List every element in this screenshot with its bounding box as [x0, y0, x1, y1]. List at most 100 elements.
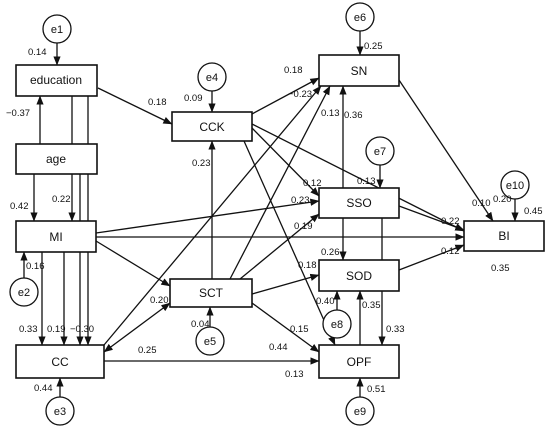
node-sod: SOD: [318, 259, 400, 292]
coef-mi-sso: 0.23: [291, 195, 310, 206]
coef-sso-sn-a: 0.13: [321, 108, 340, 119]
node-sct: SCT: [169, 278, 253, 308]
node-sso: SSO: [318, 187, 400, 219]
edge-sn-bi: [398, 79, 494, 222]
error-e2: e2: [9, 277, 39, 307]
node-bi: BI: [463, 220, 545, 252]
error-e10-label: e10: [506, 180, 524, 192]
variable-boxes: education age MI CC CCK SCT SN SSO: [15, 54, 545, 379]
coef-age-edu: −0.37: [6, 108, 30, 119]
node-mi: MI: [15, 220, 97, 253]
coef-sct-sod: 0.18: [298, 260, 317, 271]
edge-cc-sn: [103, 85, 322, 346]
node-bi-label: BI: [498, 229, 509, 243]
node-opf-label: OPF: [347, 355, 372, 369]
coef-sso-sod: 0.26: [321, 247, 340, 258]
error-e1-label: e1: [51, 24, 63, 36]
error-e3-label: e3: [54, 406, 66, 418]
node-age: age: [15, 143, 98, 175]
coef-sct-opf: 0.15: [290, 324, 309, 335]
error-e1: e1: [42, 14, 72, 44]
node-sso-label: SSO: [346, 196, 371, 210]
node-opf: OPF: [318, 344, 400, 379]
coef-age-mi: 0.42: [10, 201, 29, 212]
coef-sct-sso: 0.19: [294, 221, 313, 232]
coef-cck-opf: 0.44: [269, 342, 288, 353]
coef-sct-sn: −0.23: [288, 89, 312, 100]
coef-cck-sn: 0.18: [284, 65, 303, 76]
coef-bi-r2: 0.35: [491, 263, 510, 274]
coefficient-labels: 0.14 −0.37 0.18 0.09 0.25 0.18 −0.23 0.1…: [6, 41, 543, 395]
coef-opf-r2: 0.51: [367, 384, 386, 395]
node-cck: CCK: [171, 111, 253, 142]
error-e5-label: e5: [204, 336, 216, 348]
coef-cck-r2: 0.09: [184, 93, 203, 104]
edge-cck-bi: [251, 123, 465, 232]
error-e9: e9: [345, 396, 375, 426]
coef-bi-r2-b: 0.45: [524, 206, 543, 217]
error-e3: e3: [45, 396, 75, 426]
error-e7-label: e7: [374, 146, 386, 158]
coef-edu-r2: 0.14: [28, 47, 47, 58]
coef-cck-bi: 0.10: [472, 198, 491, 209]
node-sod-label: SOD: [346, 269, 372, 283]
error-terms: e1 e4 e6 e7 e10 e2 e3 e5: [9, 2, 530, 426]
error-e8: e8: [322, 309, 352, 339]
edge-sct-cc: [103, 302, 171, 353]
coef-sso-sn-b: 0.36: [344, 110, 363, 121]
coef-sn-cc: 0.20: [150, 295, 169, 306]
coef-opf-sod: 0.35: [362, 300, 381, 311]
error-e10: e10: [500, 170, 530, 200]
coef-bi-r2-a: 0.20: [493, 194, 512, 205]
coef-sso-bi: 0.22: [441, 216, 460, 227]
edge-sct-sso: [239, 213, 320, 280]
coef-mi-bi: 0.12: [441, 246, 460, 257]
node-sn: SN: [318, 54, 400, 87]
error-e8-label: e8: [331, 319, 343, 331]
node-education: education: [15, 64, 98, 97]
node-cck-label: CCK: [199, 120, 224, 134]
edge-sct-sod: [251, 273, 320, 295]
edge-sct-opf: [251, 302, 320, 353]
node-education-label: education: [30, 73, 82, 87]
edge-cck-sn: [251, 77, 320, 115]
coef-mi-cc: 0.33: [19, 324, 38, 335]
error-e4: e4: [197, 62, 227, 92]
edge-mi-sso: [95, 198, 320, 234]
edge-cck-opf: [243, 140, 336, 346]
node-sct-label: SCT: [199, 286, 224, 300]
error-e9-label: e9: [354, 406, 366, 418]
coef-edu-cc: 0.19: [47, 324, 66, 335]
error-e6: e6: [345, 2, 375, 32]
coef-sct-cck: 0.23: [192, 158, 211, 169]
coef-sct-cc: 0.25: [138, 345, 157, 356]
coef-cck-sso: 0.12: [303, 178, 322, 189]
error-e7: e7: [365, 136, 395, 166]
node-mi-label: MI: [49, 230, 62, 244]
edge-sso-bi: [398, 205, 465, 231]
node-cc-label: CC: [51, 355, 69, 369]
edge-cck-sso: [251, 127, 320, 197]
edge-education-cck: [97, 87, 173, 125]
coef-sn-r2: 0.25: [364, 41, 383, 52]
node-sn-label: SN: [351, 64, 368, 78]
coef-sso-opf: 0.33: [386, 324, 405, 335]
coef-age-cc: −0.30: [70, 324, 94, 335]
error-e6-label: e6: [354, 12, 366, 24]
node-age-label: age: [46, 152, 66, 166]
edge-mi-sct: [95, 240, 171, 287]
error-e2-label: e2: [18, 287, 30, 299]
edge-sct-sn: [229, 85, 331, 280]
coef-cc-r2: 0.44: [34, 383, 53, 394]
coef-mi-r2: 0.16: [26, 261, 45, 272]
coef-edu-cck: 0.18: [148, 97, 167, 108]
edge-sod-bi: [398, 244, 465, 271]
coef-cc-opf: 0.13: [285, 369, 304, 380]
coef-edu-mi: 0.22: [52, 194, 71, 205]
coef-sso-r2: 0.13: [357, 176, 376, 187]
coef-sct-r2: 0.04: [191, 319, 210, 330]
error-e5: e5: [195, 326, 225, 356]
error-e4-label: e4: [206, 72, 218, 84]
coef-sod-r2: 0.40: [316, 296, 335, 307]
